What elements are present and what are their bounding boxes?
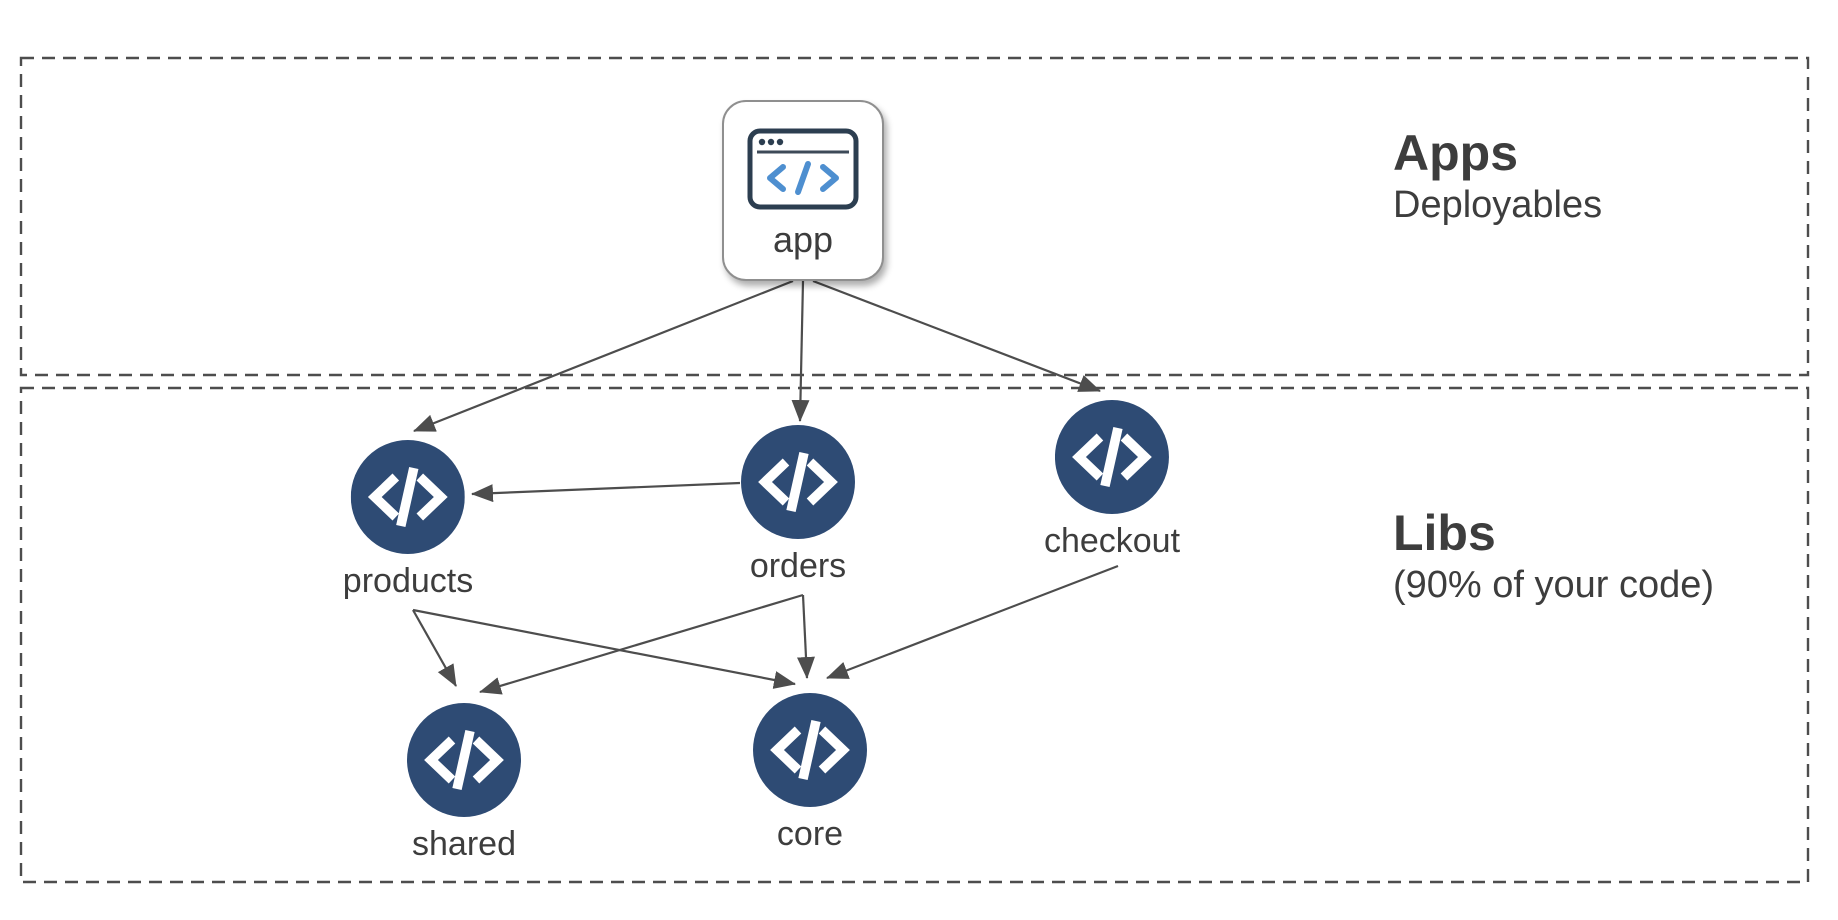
- edge-app-to-orders: [791, 280, 810, 422]
- code-icon: [407, 703, 521, 817]
- node-checkout-label: checkout: [1043, 522, 1181, 560]
- edge-products-to-core: [412, 608, 796, 689]
- apps-section-label: Apps Deployables: [1393, 126, 1602, 230]
- node-orders-label: orders: [749, 547, 847, 585]
- node-products-label: products: [342, 562, 474, 600]
- node-products: products: [343, 440, 473, 601]
- edge-app-to-checkout: [812, 279, 1101, 393]
- node-shared: shared: [407, 703, 521, 864]
- code-icon: [753, 693, 867, 807]
- code-icon: [351, 440, 465, 554]
- node-orders: orders: [741, 425, 855, 586]
- edge-orders-to-products: [471, 481, 741, 503]
- libs-section-label: Libs (90% of your code): [1393, 506, 1714, 610]
- edge-orders-to-shared: [479, 593, 804, 695]
- node-core-label: core: [776, 815, 844, 853]
- node-core: core: [753, 693, 867, 854]
- apps-section-title: Apps: [1393, 125, 1518, 181]
- edge-app-to-products: [413, 279, 794, 433]
- browser-code-icon: [747, 128, 859, 210]
- apps-section-subtitle: Deployables: [1393, 184, 1603, 226]
- libs-section-subtitle: (90% of your code): [1393, 564, 1715, 606]
- node-app-label: app: [772, 219, 834, 260]
- node-app: app: [722, 100, 884, 281]
- apps-section-box: [19, 56, 1810, 377]
- section-borders: [19, 56, 1810, 884]
- node-shared-label: shared: [412, 825, 516, 863]
- code-icon: [741, 425, 855, 539]
- libs-section-box: [19, 386, 1810, 884]
- edge-products-to-shared: [412, 609, 457, 687]
- code-icon: [1055, 400, 1169, 514]
- libs-section-title: Libs: [1393, 505, 1496, 561]
- edge-orders-to-core: [796, 594, 815, 679]
- node-checkout: checkout: [1044, 400, 1180, 561]
- edge-lines: [412, 279, 1119, 695]
- edge-checkout-to-core: [826, 564, 1119, 680]
